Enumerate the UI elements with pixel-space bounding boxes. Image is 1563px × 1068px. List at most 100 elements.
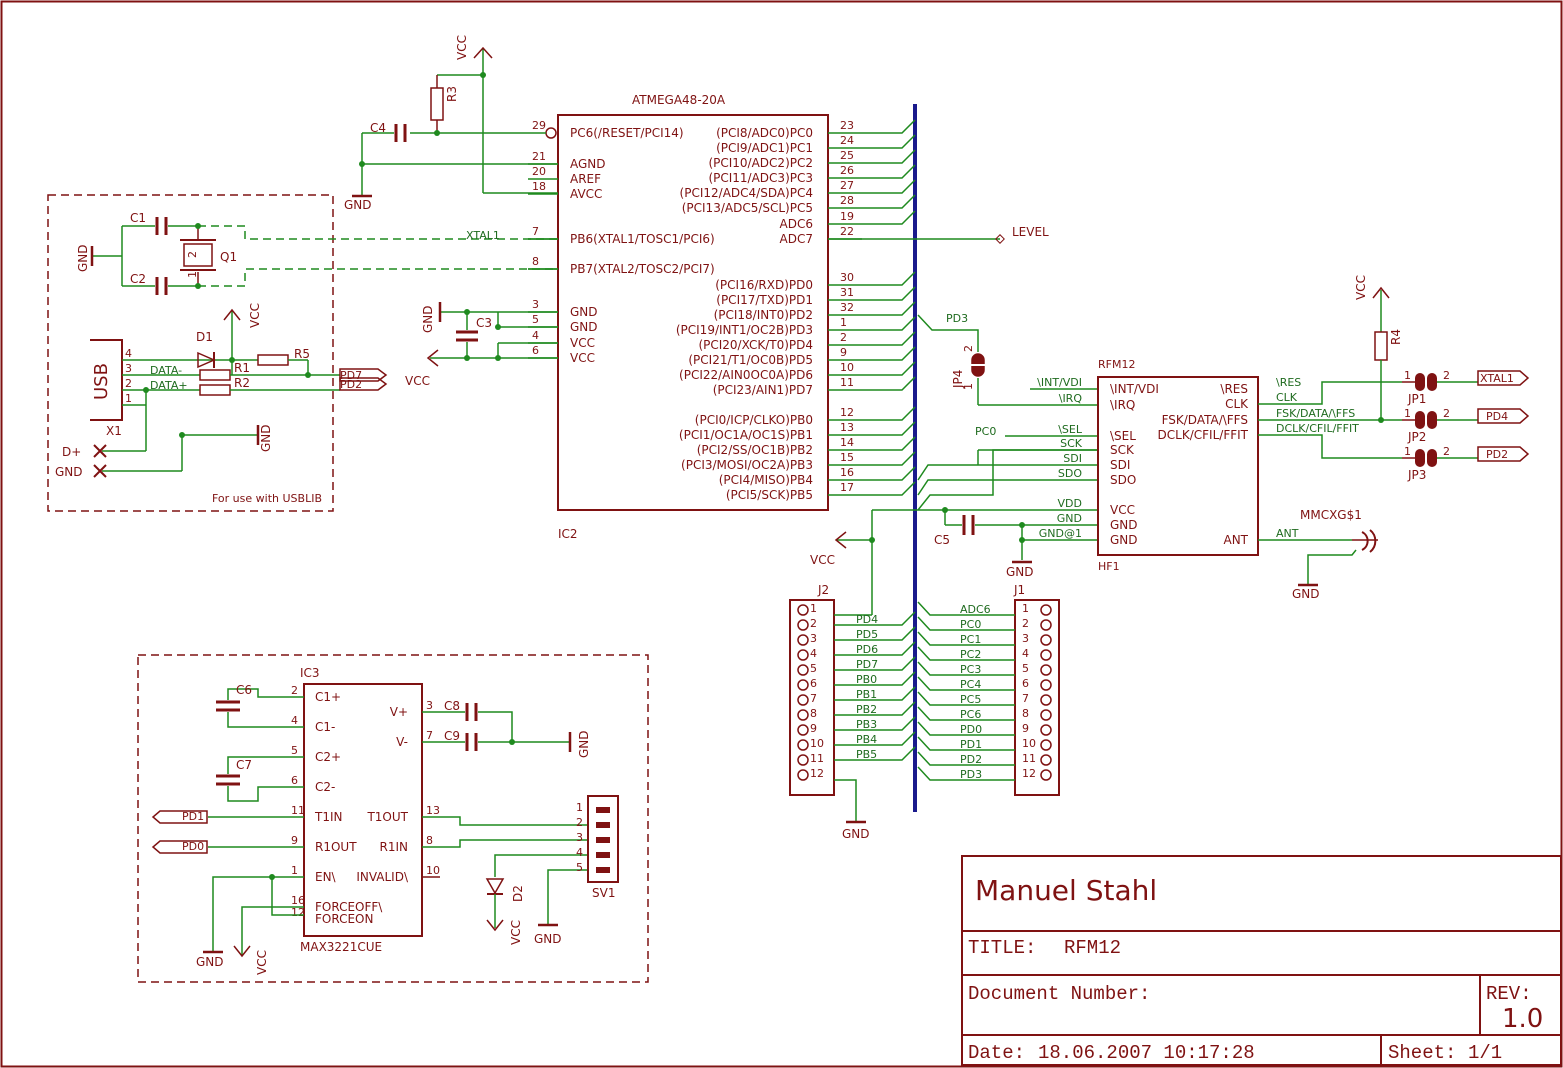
ic2-left-pin-num: 6 — [532, 344, 539, 357]
ic2-left-pin-num: 21 — [532, 150, 546, 163]
rfm12-left-net-name: SDO — [1058, 467, 1082, 480]
ic2-left-pin-num: 7 — [532, 225, 539, 238]
ic2-right-pin-num: 23 — [840, 119, 854, 132]
j1-net-wire — [917, 646, 1015, 661]
pd7-tag: PD7 — [340, 369, 362, 382]
j1-pin — [1040, 724, 1052, 736]
c7-label: C7 — [236, 758, 252, 772]
j1-pin — [1040, 754, 1052, 766]
ic3-part: MAX3221CUE — [300, 940, 382, 954]
j2-net-wire — [834, 731, 916, 746]
ic2-right-pin-num: 17 — [840, 481, 854, 494]
pd4-tag: PD4 — [1486, 410, 1508, 423]
ic2-right-pin-name: (PCI16/RXD)PD0 — [715, 278, 813, 292]
j2-net-label: PD7 — [856, 658, 878, 671]
gnd-label-c3: GND — [421, 305, 435, 333]
rfm12-ref: RFM12 — [1098, 358, 1135, 371]
ic3-left-pin-num: 2 — [291, 684, 298, 697]
bus-entry — [862, 271, 916, 286]
ic2-right-pins: 23(PCI8/ADC0)PC024(PCI9/ADC1)PC125(PCI10… — [676, 119, 862, 502]
ic3-right-pin-name: V- — [396, 735, 408, 749]
j1-pin — [1040, 739, 1052, 751]
data-minus-label: DATA- — [150, 364, 182, 377]
j1-pin — [1040, 769, 1052, 781]
c3-label: C3 — [476, 316, 492, 330]
dplus-label: D+ — [62, 445, 81, 459]
ic3-left-pin-name: FORCEON — [315, 912, 373, 926]
j2-pin — [797, 664, 809, 676]
ic2-left-pin-name: PB7(XTAL2/TOSC2/PCI7) — [570, 262, 715, 276]
ic3-left-pin-name: R1OUT — [315, 840, 357, 854]
rfm12-right-pin-name: CLK — [1225, 397, 1249, 411]
ic2-right-pin-name: (PCI23/AIN1)PD7 — [713, 383, 813, 397]
docnum-label: Document Number: — [968, 983, 1150, 1005]
ic2-right-pin-num: 24 — [840, 134, 854, 147]
ic2-left-pin-num: 8 — [532, 255, 539, 268]
ic2-right-pin-name: (PCI8/ADC0)PC0 — [716, 126, 813, 140]
bus-entry — [862, 210, 916, 225]
sheet-value: 1/1 — [1468, 1042, 1502, 1064]
bus-entry — [862, 179, 916, 194]
ic2-right-pin-name: (PCI3/MOSI/OC2A)PB3 — [681, 458, 813, 472]
j1-pin-num: 3 — [1022, 632, 1029, 645]
ic2-right-pin-name: (PCI13/ADC5/SCL)PC5 — [682, 201, 813, 215]
j1-net-label: PC2 — [960, 648, 981, 661]
j2-net-label: PD5 — [856, 628, 878, 641]
ic2-left-pin-name: PC6(/RESET/PCI14) — [570, 126, 684, 140]
ic2-right-pin-num: 28 — [840, 194, 854, 207]
j2-pin — [797, 604, 809, 616]
ic3-right-pin-num: 10 — [426, 864, 440, 877]
author-name: Manuel Stahl — [975, 874, 1157, 907]
bus-entry — [862, 406, 916, 421]
ic3-right-pin-name: R1IN — [380, 840, 409, 854]
header-j1: J1 123456789101112ADC6PC0PC1PC2PC3PC4PC5… — [917, 583, 1060, 796]
ic2-left-pin-name: GND — [570, 305, 598, 319]
j2-pin-num: 5 — [810, 662, 817, 675]
ic2-right-pin-name: (PCI9/ADC1)PC1 — [716, 141, 813, 155]
ic2-right-pin-name: (PCI17/TXD)PD1 — [716, 293, 813, 307]
rfm12-left-pin-name: SDI — [1110, 458, 1130, 472]
ic2-right-pin-name: (PCI5/SCK)PB5 — [726, 488, 813, 502]
r5-label: R5 — [294, 347, 310, 361]
rfm12-right-pin-name: ANT — [1223, 533, 1248, 547]
ic2-left-pin-name: AREF — [570, 172, 601, 186]
ic2-right-pin-name: ADC6 — [780, 217, 813, 231]
usb-connector — [90, 308, 388, 478]
c3-circuit — [426, 302, 558, 367]
j1-net-wire — [917, 736, 1015, 751]
rfm12-right-net-name: ANT — [1276, 527, 1299, 540]
bus-entry — [862, 376, 916, 391]
jp4-pin1: 1 — [962, 383, 975, 390]
j1-pin-num: 2 — [1022, 617, 1029, 630]
crystal-circuit — [90, 217, 558, 295]
ic2-atmega: ATMEGA48-20A IC2 29PC6(/RESET/PCI14)21AG… — [528, 93, 862, 541]
ic3-left-pin-name: EN\ — [315, 870, 337, 884]
sv1-pin-num: 2 — [576, 816, 583, 829]
ic2-right-pin-num: 30 — [840, 271, 854, 284]
rfm12-left-pin-name: SCK — [1110, 443, 1135, 457]
rev-label: REV: — [1486, 983, 1532, 1005]
j2-pin-num: 8 — [810, 707, 817, 720]
bus-entry — [862, 331, 916, 346]
vcc-label-r4: VCC — [1354, 275, 1368, 300]
j2-pin — [797, 724, 809, 736]
ic2-right-pin-name: (PCI22/AIN0OC0A)PD6 — [679, 368, 813, 382]
c1-label: C1 — [130, 211, 146, 225]
ic3-wiring — [151, 688, 619, 958]
pd2-tag-right: PD2 — [1486, 448, 1508, 461]
j1-net-wire — [917, 691, 1015, 706]
ic2-right-pin-num: 31 — [840, 286, 854, 299]
ic2-right-pin-num: 16 — [840, 466, 854, 479]
gnd-label-rfm: GND — [1006, 565, 1034, 579]
j2-pin — [797, 649, 809, 661]
j1-net-wire — [917, 616, 1015, 631]
ic3-left-pin-num: 12 — [291, 906, 305, 919]
ic2-right-pin-num: 11 — [840, 376, 854, 389]
mmcx-label: MMCXG$1 — [1300, 508, 1362, 522]
ic3-right-pin-name: INVALID\ — [356, 870, 409, 884]
j1-net-wire — [917, 601, 1015, 616]
ic3-right-pin-num: 13 — [426, 804, 440, 817]
